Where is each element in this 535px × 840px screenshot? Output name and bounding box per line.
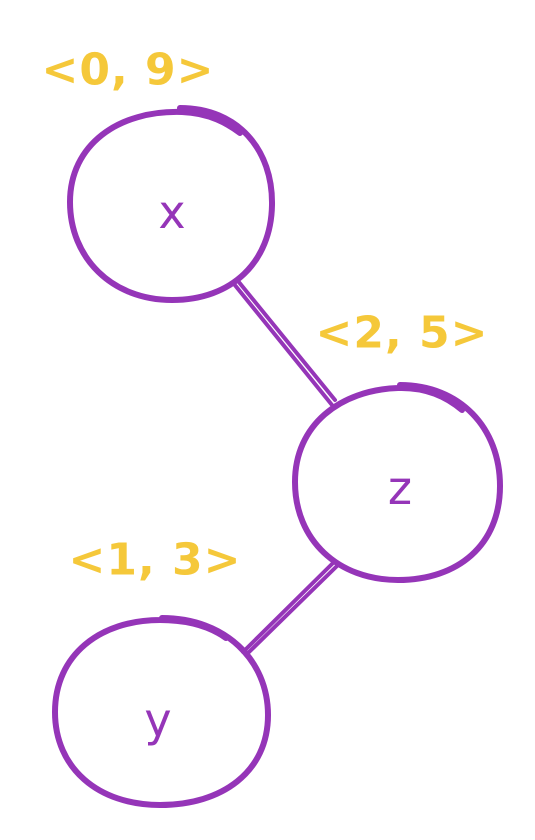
node-x: x <0, 9> [42, 45, 276, 303]
node-z-pair-label: <2, 5> [316, 308, 489, 359]
node-z-label: z [388, 461, 412, 515]
node-y-label: y [144, 693, 171, 747]
node-z: z <2, 5> [292, 308, 503, 583]
node-y: y <1, 3> [52, 535, 271, 808]
node-y-pair-label: <1, 3> [69, 535, 242, 586]
node-y-circle [52, 615, 271, 808]
node-z-circle [292, 382, 503, 583]
node-x-circle [67, 105, 276, 303]
node-x-label: x [158, 185, 185, 239]
edge-z-y [244, 564, 339, 657]
edges [232, 279, 339, 657]
edge-z-y-double [241, 561, 335, 654]
edge-x-z-double [236, 279, 337, 402]
edge-x-z [232, 282, 334, 407]
node-x-pair-label: <0, 9> [42, 45, 215, 96]
